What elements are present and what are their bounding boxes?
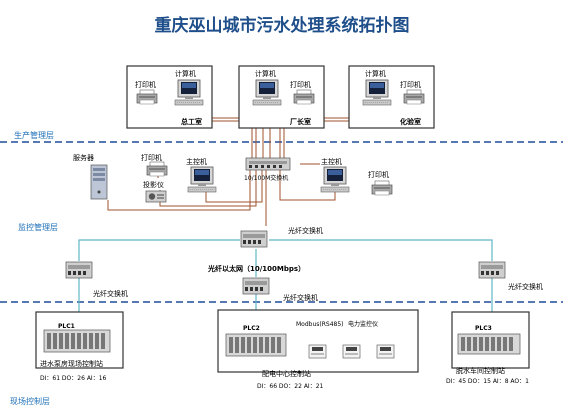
office-director: 计算机 打印机 厂长室: [238, 65, 325, 129]
office-name: 总工室: [181, 117, 202, 126]
computer-icon: [362, 79, 392, 106]
computer-label: 计算机: [365, 69, 386, 78]
station-io: DI：45 DO：15 AI：8 AO：1: [446, 378, 529, 385]
plc-label: PLC2: [243, 325, 260, 332]
fiber-switch-right-icon: [478, 261, 506, 279]
layer-label-field: 现场控制层: [10, 396, 50, 406]
power-meter-icon: [308, 344, 327, 359]
printer-label-left: 打印机: [141, 153, 162, 162]
office-name: 厂长室: [290, 117, 311, 126]
computer-label: 计算机: [175, 69, 196, 78]
fiber-switch-left-label: 光纤交换机: [93, 289, 128, 298]
layer-separators: [0, 141, 563, 303]
server-label: 服务器: [73, 153, 94, 162]
plc-label: PLC3: [475, 325, 492, 332]
diagram-title: 重庆巫山城市污水处理系统拓扑图: [155, 15, 410, 36]
lan-switch: [245, 157, 291, 171]
office-chief-engineer: 计算机 打印机 总工室: [126, 65, 213, 129]
projector-icon: [145, 190, 167, 203]
computer-label: 计算机: [255, 69, 276, 78]
office-name: 化验室: [400, 117, 421, 126]
fiber-switch-main-icon: [240, 230, 268, 248]
station-io: DI：66 DO：22 AI：21: [257, 383, 324, 390]
printer-label-right: 打印机: [368, 170, 389, 179]
fiber-switch-left-icon: [65, 261, 93, 279]
printer-label: 打印机: [135, 80, 156, 89]
host-label-right: 主控机: [321, 157, 342, 166]
printer-icon: [293, 89, 315, 105]
fiber-switch-center-icon: [242, 277, 270, 295]
power-meter-label: 电力监控仪: [348, 320, 378, 328]
power-meter-icon: [376, 344, 395, 359]
station-plc1: PLC1 进水泵房现场控制站 DI：61 DO：26 AI：16: [35, 311, 124, 382]
fiber-switch-center-label: 光纤交换机: [283, 293, 318, 302]
printer-icon: [136, 89, 158, 105]
plc-rack-icon: [225, 333, 287, 357]
computer-icon: [320, 166, 350, 193]
power-meter-icon: [342, 344, 361, 359]
station-name: 进水泵房现场控制站: [40, 359, 103, 368]
computer-icon: [187, 166, 217, 193]
computer-icon: [252, 79, 282, 106]
server-icon: [90, 164, 108, 200]
projector-label: 投影仪: [143, 180, 164, 189]
fiber-switch-right-label: 光纤交换机: [508, 282, 543, 291]
fiber-switch-main-label: 光纤交换机: [288, 226, 323, 235]
printer-label: 打印机: [400, 80, 421, 89]
layer-label-production: 生产管理层: [14, 130, 54, 140]
station-name: 配电中心控制站: [262, 369, 311, 378]
office-laboratory: 计算机 打印机 化验室: [348, 65, 435, 129]
plc-rack-icon: [457, 333, 521, 355]
plc-label: PLC1: [58, 323, 75, 330]
printer-icon: [371, 180, 393, 196]
plc-rack-icon: [43, 329, 111, 353]
station-io: DI：61 DO：26 AI：16: [40, 375, 107, 382]
station-name: 脱水车间控制站: [456, 366, 505, 375]
printer-icon: [146, 161, 168, 177]
printer-icon: [403, 89, 425, 105]
printer-label: 打印机: [290, 80, 311, 89]
station-plc3: PLC3 脱水车间控制站 DI：45 DO：15 AI：8 AO：1: [446, 311, 530, 385]
host-label-left: 主控机: [186, 157, 207, 166]
layer-label-monitoring: 监控管理层: [18, 222, 58, 232]
ethernet-label: 光纤以太网（10/100Mbps）: [207, 264, 305, 273]
station-plc2: PLC2 Modbus(RS485) 电力监控仪 配电中心控制站 DI：66 D…: [217, 309, 419, 390]
computer-icon: [174, 79, 204, 106]
lan-switch-label: 10/100M交换机: [244, 174, 288, 182]
modbus-label: Modbus(RS485): [296, 321, 344, 328]
